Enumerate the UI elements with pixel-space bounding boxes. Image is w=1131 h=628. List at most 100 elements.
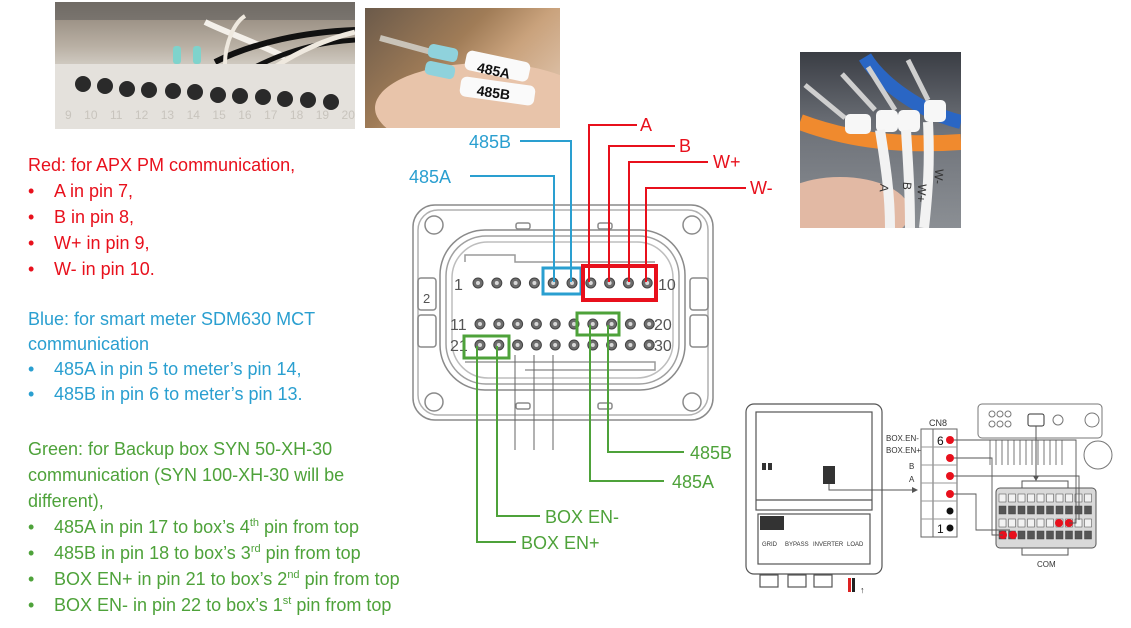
- com-terminal-cell: [1065, 493, 1073, 503]
- breaker-labels: GRID BYPASS INVERTER LOAD: [762, 542, 864, 548]
- breaker-label-grid: GRID: [762, 542, 778, 548]
- cn8-title: CN8: [929, 418, 947, 428]
- connector-pins: [472, 277, 655, 351]
- red-item: •W+ in pin 9,: [28, 233, 150, 253]
- breaker-block: [760, 516, 784, 530]
- connector-pin-center: [647, 343, 652, 347]
- connector-pin-center: [553, 343, 558, 347]
- wire-label-b: B: [900, 181, 915, 190]
- connector-pin-center: [590, 343, 595, 347]
- green-wires: [462, 311, 684, 543]
- connector-pin-center: [478, 343, 482, 347]
- terminal-number: 10: [84, 108, 98, 122]
- wire-label-485b: 485B: [476, 82, 511, 103]
- terminal-number: 12: [134, 108, 149, 122]
- pin-label-11: 11: [450, 317, 467, 334]
- blue-item: •485A in pin 5 to meter’s pin 14,: [28, 359, 302, 379]
- com-label: COM: [1037, 560, 1056, 569]
- photo-485-wires: 485A 485B: [365, 8, 560, 128]
- blue-label-485b: 485B: [469, 132, 511, 152]
- com-terminal-cell: [1055, 530, 1064, 540]
- connector-pin-center: [478, 322, 482, 326]
- green-heading-cont: communication (SYN 100-XH-30 will be: [28, 465, 345, 485]
- com-terminal-cell: [1074, 530, 1083, 540]
- connector-pin-center: [647, 322, 652, 326]
- green-label-box-en-minus: BOX EN-: [545, 507, 619, 527]
- blue-heading: Blue: for smart meter SDM630 MCT: [28, 309, 316, 329]
- connector-pin-center: [532, 281, 537, 285]
- green-section: Green: for Backup box SYN 50-XH-30 commu…: [28, 436, 400, 618]
- com-terminal-cell: [1074, 493, 1083, 503]
- com-terminal-cell: [1008, 505, 1016, 515]
- com-terminal-cell: [1017, 493, 1026, 503]
- photo-terminal-strip: 9 10 11 12 13 14 15 16 17 18 19 20: [55, 2, 355, 129]
- terminal-number: 20: [341, 108, 355, 122]
- terminal-numbers: 9 10 11 12 13 14 15 16 17 18 19 20: [65, 108, 355, 122]
- com-terminal-cell: [1046, 493, 1054, 503]
- com-terminal-cell: [1084, 530, 1092, 540]
- com-terminal-cell: [998, 505, 1007, 515]
- com-terminal-cell: [998, 493, 1007, 503]
- backup-box: [745, 403, 883, 588]
- connector-pin-center: [496, 322, 501, 326]
- cn8-pin-1: 1: [937, 522, 944, 536]
- connector-housing: [412, 204, 714, 421]
- connector-pin-center: [476, 281, 480, 285]
- com-terminal-cell: [1055, 493, 1064, 503]
- blue-item: •485B in pin 6 to meter’s pin 13.: [28, 384, 303, 404]
- red-highlight-box: [581, 264, 658, 302]
- cn8-label-b: B: [909, 462, 914, 471]
- com-terminal-cell: [1017, 505, 1026, 515]
- green-highlight-box-17-18: [575, 311, 621, 337]
- connector-pin-center: [590, 322, 595, 326]
- breaker-label-load: LOAD: [847, 542, 864, 548]
- terminal-number: 15: [212, 108, 226, 122]
- red-label-a: A: [640, 115, 652, 135]
- red-item: •W- in pin 10.: [28, 259, 155, 279]
- com-terminal-cell: [1084, 493, 1092, 503]
- com-terminal-cell: [1027, 518, 1035, 528]
- pin-label-10: 10: [658, 277, 676, 294]
- green-heading: Green: for Backup box SYN 50-XH-30: [28, 439, 333, 459]
- breaker-label-inverter: INVERTER: [813, 542, 844, 548]
- com-terminal-cell: [1046, 518, 1054, 528]
- red-heading: Red: for APX PM communication,: [28, 155, 296, 175]
- terminal-number: 16: [238, 108, 252, 122]
- com-terminal-cell: [1046, 530, 1054, 540]
- cn8-board: [823, 466, 835, 484]
- apx-wires-illustration: A B W+ W-: [800, 53, 961, 228]
- green-item: •485B in pin 18 to box’s 3rd pin from to…: [28, 543, 361, 563]
- cn8-pin-6: 6: [937, 434, 944, 448]
- terminal-number: 11: [109, 108, 123, 122]
- terminal-screws: [75, 76, 339, 110]
- connector-pin-center: [628, 322, 633, 326]
- connector-pin-center: [534, 322, 539, 326]
- com-terminal-cell: [1065, 530, 1073, 540]
- connector-pin-center: [515, 343, 520, 347]
- terminal-number: 14: [186, 108, 200, 122]
- red-wires: [581, 124, 746, 302]
- com-terminal-cell: [1084, 505, 1092, 515]
- connector-pin-center: [609, 322, 614, 326]
- pin-label-1: 1: [454, 277, 463, 294]
- green-label-485b: 485B: [690, 443, 732, 463]
- com-terminal-cell: [1046, 505, 1054, 515]
- terminal-number: 19: [315, 108, 330, 122]
- connector-pin-center: [628, 343, 633, 347]
- connector-pin-center: [609, 343, 614, 347]
- terminal-number: 17: [264, 108, 278, 122]
- com-terminal-cell: [1036, 518, 1045, 528]
- terminal-number: 9: [65, 108, 72, 122]
- com-terminal-cell: [1027, 505, 1035, 515]
- unused-leads: [514, 355, 554, 450]
- connector-pin-center: [534, 343, 539, 347]
- blue-heading-cont: communication: [28, 334, 150, 354]
- cn8-label-a: A: [909, 475, 915, 484]
- com-terminal-cell: [1017, 518, 1026, 528]
- com-terminal-cell: [1036, 493, 1045, 503]
- com-terminal-cell: [998, 518, 1007, 528]
- breaker-label-bypass: BYPASS: [785, 542, 809, 548]
- cn8-com-wires: [954, 439, 1080, 536]
- com-terminal-cell: [1027, 530, 1035, 540]
- connector-pin-center: [572, 322, 576, 326]
